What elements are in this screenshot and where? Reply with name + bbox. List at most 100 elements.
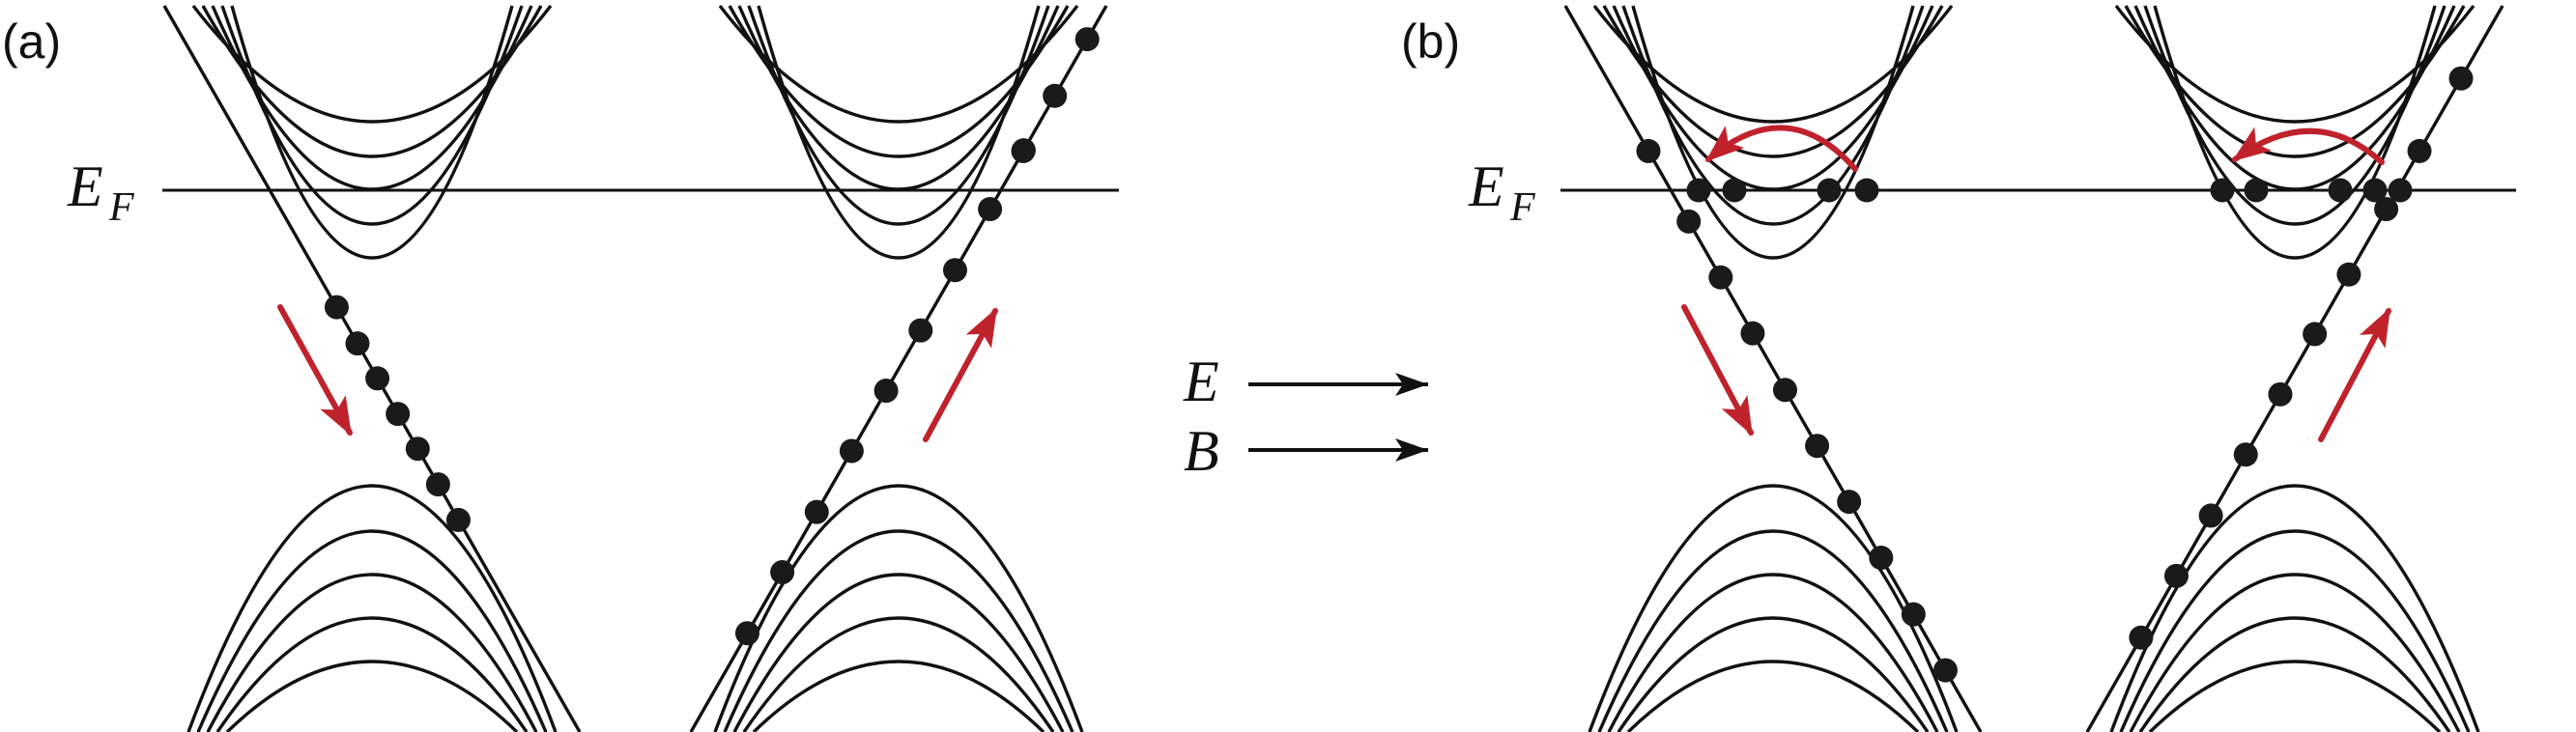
fermi-label-main: E [1468, 155, 1504, 218]
occupied-state-dot [978, 197, 1003, 222]
conduction-landau-level [757, 5, 1041, 260]
occupied-state-dot [425, 472, 450, 497]
occupied-state-dot [2210, 178, 2235, 203]
conduction-landau-level [230, 5, 514, 260]
occupied-state-dot [2268, 381, 2293, 407]
occupied-state-dot [345, 331, 370, 356]
occupied-state-dot [445, 507, 471, 532]
occupied-state-dot [365, 366, 390, 391]
occupied-state-dot [2448, 66, 2474, 91]
conduction-landau-level [718, 4, 1079, 124]
fermi-label-main: E [67, 155, 103, 218]
occupied-state-dot [1676, 209, 1702, 234]
valence-landau-level [742, 616, 1055, 732]
valence-landau-level [215, 616, 529, 732]
occupied-state-dot [1805, 434, 1830, 459]
valence-landau-level [2129, 573, 2461, 732]
panel-b-label: (b) [1401, 14, 1460, 69]
fermi-level: E F [67, 155, 1119, 230]
occupied-state-dot [324, 295, 349, 320]
occupied-state-dot [1854, 178, 1879, 203]
valence-landau-level [1617, 616, 1930, 732]
occupied-state-dot [804, 499, 829, 524]
valence-landau-level [1607, 573, 1939, 732]
valence-landau-level [206, 573, 538, 732]
occupied-state-dot [2163, 563, 2189, 588]
occupied-state-dot [1722, 178, 1747, 203]
occupied-state-dot [2129, 625, 2154, 650]
occupied-state-dot [2233, 442, 2258, 467]
valence-landau-level [752, 660, 1045, 732]
conduction-landau-level [1631, 5, 1915, 260]
weyl-node-left [1563, 4, 1983, 732]
occupied-state-dot [2362, 178, 2388, 203]
weyl-node-right [2085, 4, 2504, 732]
occupied-state-dot [839, 438, 864, 464]
occupied-state-dot [2244, 178, 2269, 203]
weyl-node-left [162, 4, 582, 732]
occupied-state-dot [1837, 490, 1862, 515]
chiral-landau-level [2085, 5, 2504, 732]
valence-landau-level [2148, 660, 2442, 732]
pumping-arrow [2318, 307, 2391, 442]
occupied-state-dot [405, 436, 430, 462]
occupied-state-dot [2198, 503, 2223, 528]
occupied-state-dot [1740, 321, 1765, 346]
occupied-state-dot [1636, 138, 1661, 163]
valence-landau-level [713, 484, 1084, 732]
occupied-state-dot [1932, 658, 1958, 683]
valence-landau-level [186, 484, 558, 732]
occupied-state-dot [770, 560, 795, 585]
valence-landau-level [225, 660, 519, 732]
occupied-state-dot [2374, 197, 2399, 222]
scattering-arrow [1704, 125, 1858, 172]
valence-landau-level [732, 573, 1065, 732]
panel-b: (b) E F [1401, 4, 2516, 732]
panel-a-label: (a) [2, 14, 61, 69]
occupied-state-dot [2303, 322, 2328, 347]
occupied-state-dot [734, 621, 759, 646]
fermi-label-sub: F [108, 185, 134, 230]
occupied-state-dot [1686, 178, 1711, 203]
valence-landau-level [2109, 484, 2480, 732]
occupied-state-dot [908, 318, 933, 343]
occupied-state-dot [1901, 602, 1926, 627]
pumping-arrow [277, 304, 353, 436]
valence-landau-level [196, 529, 548, 732]
occupied-state-dot [1708, 265, 1733, 290]
occupied-state-dot [386, 402, 411, 427]
valence-landau-level [2138, 616, 2451, 732]
occupied-state-dot [2407, 138, 2432, 163]
occupied-state-dot [2328, 178, 2353, 203]
conduction-landau-level [1592, 4, 1954, 124]
valence-landau-level [1597, 529, 1949, 732]
valence-landau-level [1626, 660, 1920, 732]
occupied-state-dot [2388, 178, 2413, 203]
weyl-node-right [689, 4, 1108, 732]
fermi-label-sub: F [1509, 185, 1535, 230]
conduction-landau-level [2153, 5, 2437, 260]
conduction-landau-level [191, 4, 553, 124]
scattering-arrow [2231, 127, 2385, 165]
occupied-state-dot [2336, 262, 2361, 287]
occupied-state-dot [1011, 138, 1036, 163]
occupied-state-dot [1772, 378, 1797, 403]
occupied-state-dot [1043, 83, 1068, 108]
conduction-landau-level [2114, 4, 2476, 124]
occupied-state-dot [873, 379, 899, 404]
occupied-state-dot [1869, 546, 1894, 571]
magnetic-field-label: B [1184, 419, 1219, 483]
panel-a: (a) E F [2, 4, 1119, 732]
pumping-arrow [923, 307, 998, 442]
electric-field-label: E [1183, 350, 1219, 413]
occupied-state-dot [1074, 27, 1100, 52]
valence-landau-level [2119, 529, 2471, 732]
occupied-state-dot [1817, 178, 1842, 203]
occupied-state-dot [942, 258, 967, 283]
valence-landau-level [723, 529, 1074, 732]
pumping-arrow [1681, 304, 1754, 436]
fermi-level: E F [1468, 155, 2516, 230]
chiral-landau-level [689, 5, 1108, 732]
field-arrows: E B [1183, 350, 1428, 483]
